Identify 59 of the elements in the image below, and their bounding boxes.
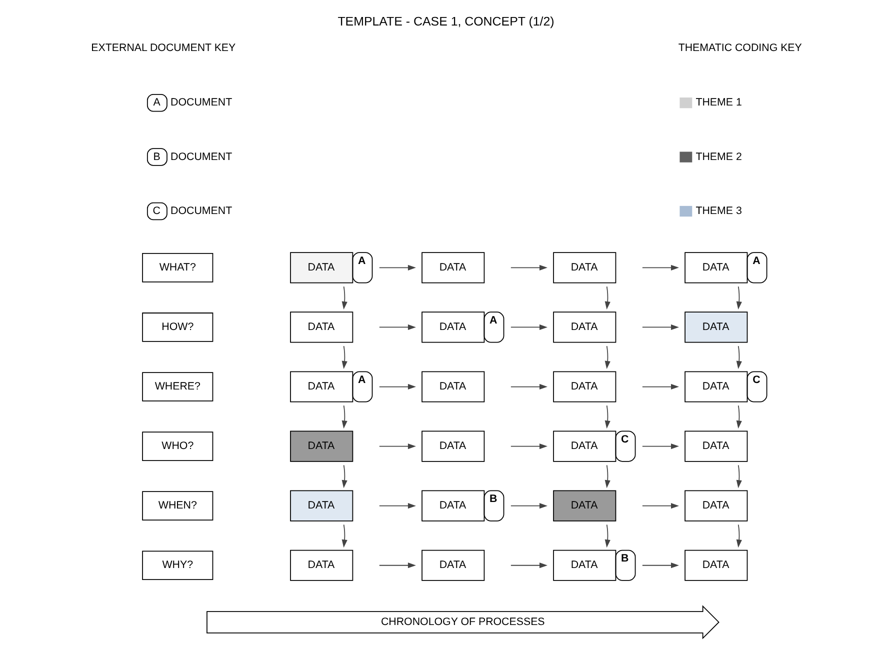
node-label: B [620, 552, 628, 564]
legend-label: THEME 3 [695, 205, 742, 218]
arrow [604, 524, 610, 548]
node-label: DOCUMENT [170, 150, 232, 163]
diagram-title: TEMPLATE - CASE 1, CONCEPT (1/2) [337, 14, 554, 28]
arrow [641, 384, 678, 390]
arrow [604, 346, 610, 370]
node-box: WHO? [142, 432, 213, 461]
node-label: C [752, 374, 760, 386]
arrow [378, 324, 416, 330]
arrow [378, 562, 416, 568]
node-label: B [489, 492, 497, 505]
arrow [736, 524, 742, 548]
arrow [736, 346, 742, 370]
node-label: A [489, 314, 497, 326]
arrow [604, 464, 610, 488]
arrow [341, 464, 347, 488]
arrow [736, 464, 742, 488]
node-box: WHY? [142, 550, 213, 580]
arrow [510, 264, 547, 270]
label: EXTERNAL DOCUMENT KEY [90, 42, 236, 54]
arrow [378, 384, 416, 390]
arrow [378, 264, 416, 270]
arrow [641, 503, 678, 509]
arrow [341, 405, 347, 429]
node-box: C [146, 202, 167, 220]
node-label: C [620, 433, 628, 446]
arrow [341, 286, 347, 310]
arrow [510, 444, 547, 450]
arrow [378, 444, 416, 450]
legend-label: THEME 1 [695, 96, 742, 109]
node-box: HOW? [142, 312, 213, 342]
arrow [510, 503, 547, 509]
arrow [641, 562, 678, 568]
arrow [736, 286, 742, 310]
arrow [604, 405, 610, 429]
arrow [641, 264, 678, 270]
node-label: A [752, 254, 760, 267]
arrow [641, 444, 678, 450]
node-box: WHEN? [142, 491, 213, 520]
legend-label: THEME 2 [695, 150, 742, 163]
node-box: B [146, 148, 167, 166]
arrow [378, 503, 416, 509]
arrow [736, 405, 742, 429]
arrow [604, 286, 610, 310]
node-box: WHERE? [142, 372, 213, 402]
node-box: WHAT? [142, 253, 213, 282]
node-label: DOCUMENT [170, 96, 232, 109]
arrow [510, 384, 547, 390]
arrow [341, 524, 347, 548]
node-box: A [146, 94, 167, 112]
node-label: A [358, 254, 366, 267]
arrow [641, 324, 678, 330]
arrow [510, 324, 547, 330]
label: THEMATIC CODING KEY [678, 42, 802, 54]
arrow [510, 562, 547, 568]
arrow [341, 346, 347, 370]
node-label: A [358, 374, 366, 386]
node-label: DOCUMENT [170, 205, 232, 218]
